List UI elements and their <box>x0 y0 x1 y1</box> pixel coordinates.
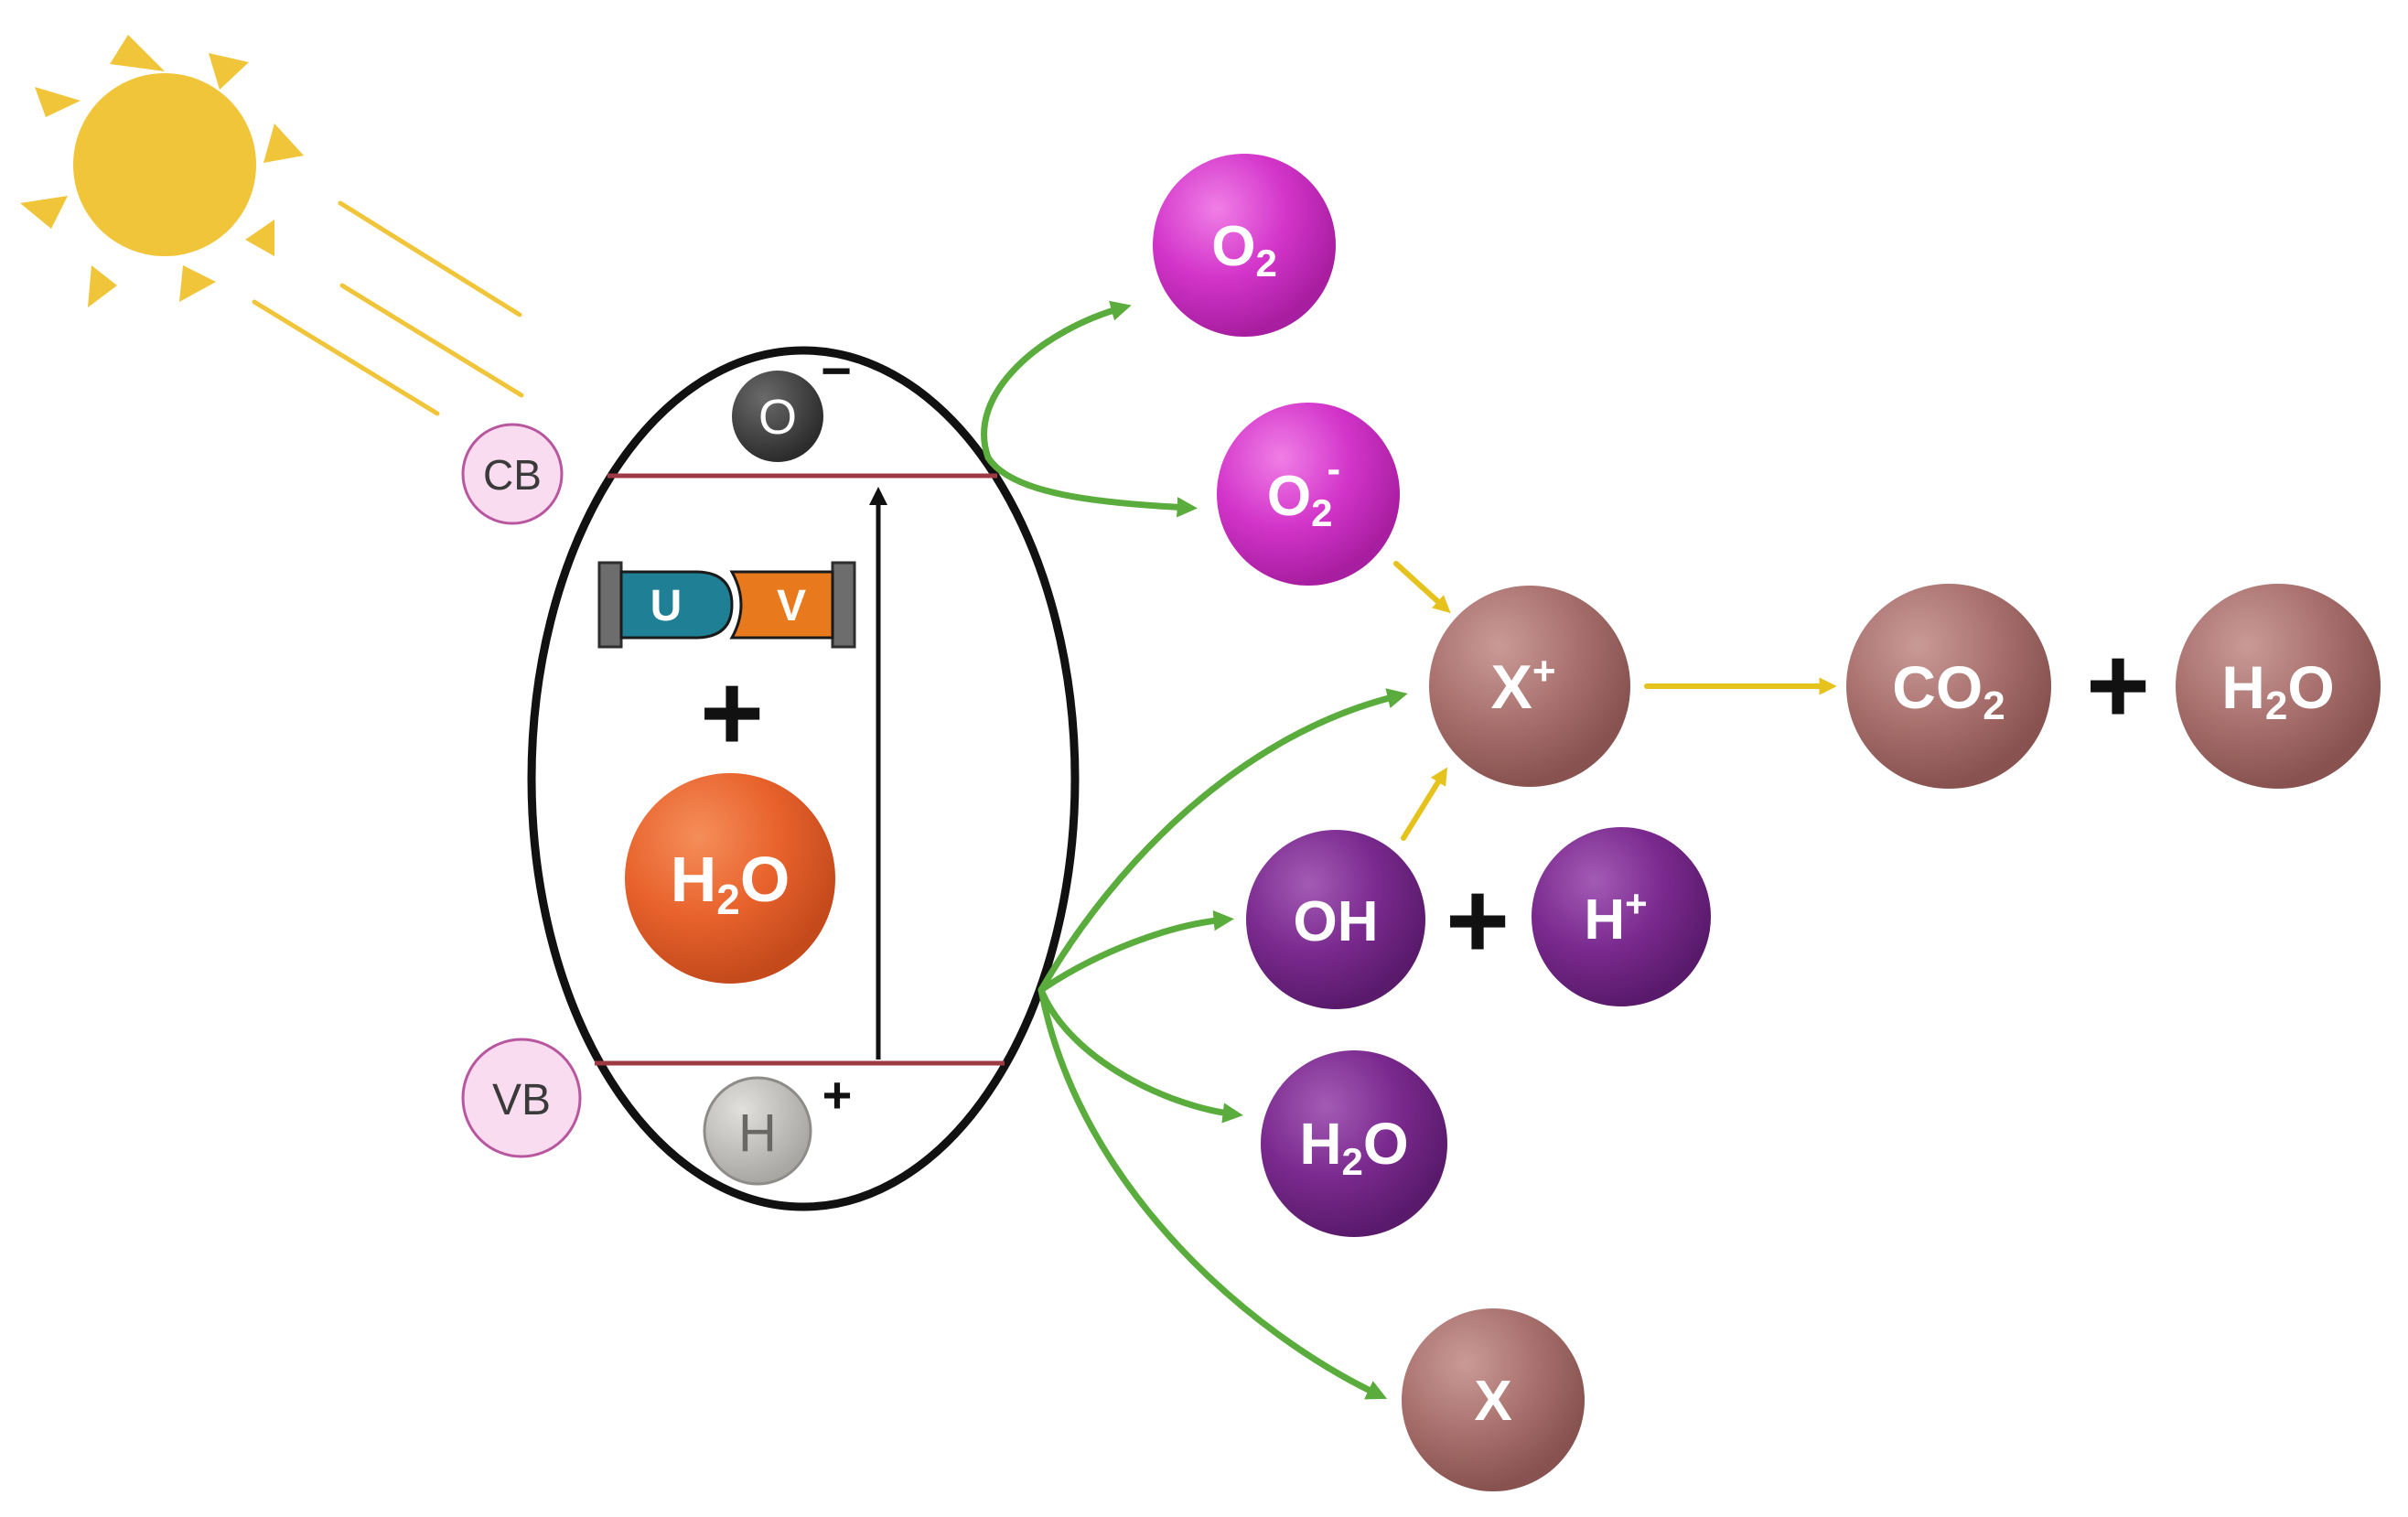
oh-plus-sign: + <box>1446 859 1510 982</box>
oxygen-label: O2 <box>1211 215 1277 285</box>
arrow-to-x <box>1037 986 1388 1400</box>
x-plus-label: X+ <box>1490 649 1555 722</box>
oxygen-molecule: O2 <box>1153 154 1336 337</box>
hydroxyl-radical: OH <box>1246 830 1425 1009</box>
water-product-label: H2O <box>2221 653 2335 728</box>
h-plus-label: H+ <box>1584 882 1647 952</box>
superoxide-label: O2- <box>1267 446 1340 534</box>
uv-lamp-v-label: V <box>777 582 806 630</box>
co2-label: CO2 <box>1892 653 2005 728</box>
water-label: H2O <box>1299 1111 1408 1183</box>
water-product-molecule: H2O <box>2176 584 2381 789</box>
electron-particle: O − <box>732 341 852 462</box>
arrow-to-water <box>1037 986 1243 1124</box>
hole-particle: H + <box>703 1066 853 1186</box>
electron-charge: − <box>821 341 852 401</box>
inner-plus-sign: + <box>700 651 764 774</box>
arrow-to-superoxide <box>984 454 1198 518</box>
green-reaction-arrows <box>981 300 1408 1400</box>
electron-symbol: O <box>758 390 797 445</box>
photocatalyst-particle <box>527 346 1080 1211</box>
arrow-to-x-plus <box>1037 688 1408 994</box>
water-molecule-inside: H2O <box>625 773 835 984</box>
water-molecule: H2O <box>1261 1050 1447 1237</box>
pollutant-molecule: X <box>1402 1308 1585 1491</box>
product-plus-sign: + <box>2086 624 2150 747</box>
water-inside-label: H2O <box>671 844 790 923</box>
hole-charge: + <box>822 1066 853 1124</box>
proton: H+ <box>1532 827 1711 1006</box>
vb-badge: VB <box>461 1038 582 1158</box>
arrow-superoxide-to-x-plus <box>1393 561 1451 614</box>
x-label: X <box>1474 1370 1511 1433</box>
arrow-to-oh <box>1037 909 1234 994</box>
sun-icon <box>20 35 524 416</box>
cb-badge: CB <box>461 423 564 525</box>
uv-lamp-u-label: U <box>650 582 683 630</box>
oh-label: OH <box>1294 890 1379 953</box>
carbon-dioxide-molecule: CO2 <box>1846 584 2051 789</box>
arrow-to-o2 <box>981 300 1132 461</box>
yellow-reaction-arrows <box>1393 561 1837 841</box>
vb-label: VB <box>492 1076 551 1124</box>
cb-label: CB <box>483 451 542 499</box>
arrow-oh-to-x-plus <box>1401 767 1448 841</box>
hole-symbol: H <box>738 1103 777 1163</box>
superoxide-radical: O2- <box>1217 403 1400 586</box>
uv-lamp-icon: U V <box>597 561 856 649</box>
pollutant-cation: X+ <box>1429 586 1630 787</box>
